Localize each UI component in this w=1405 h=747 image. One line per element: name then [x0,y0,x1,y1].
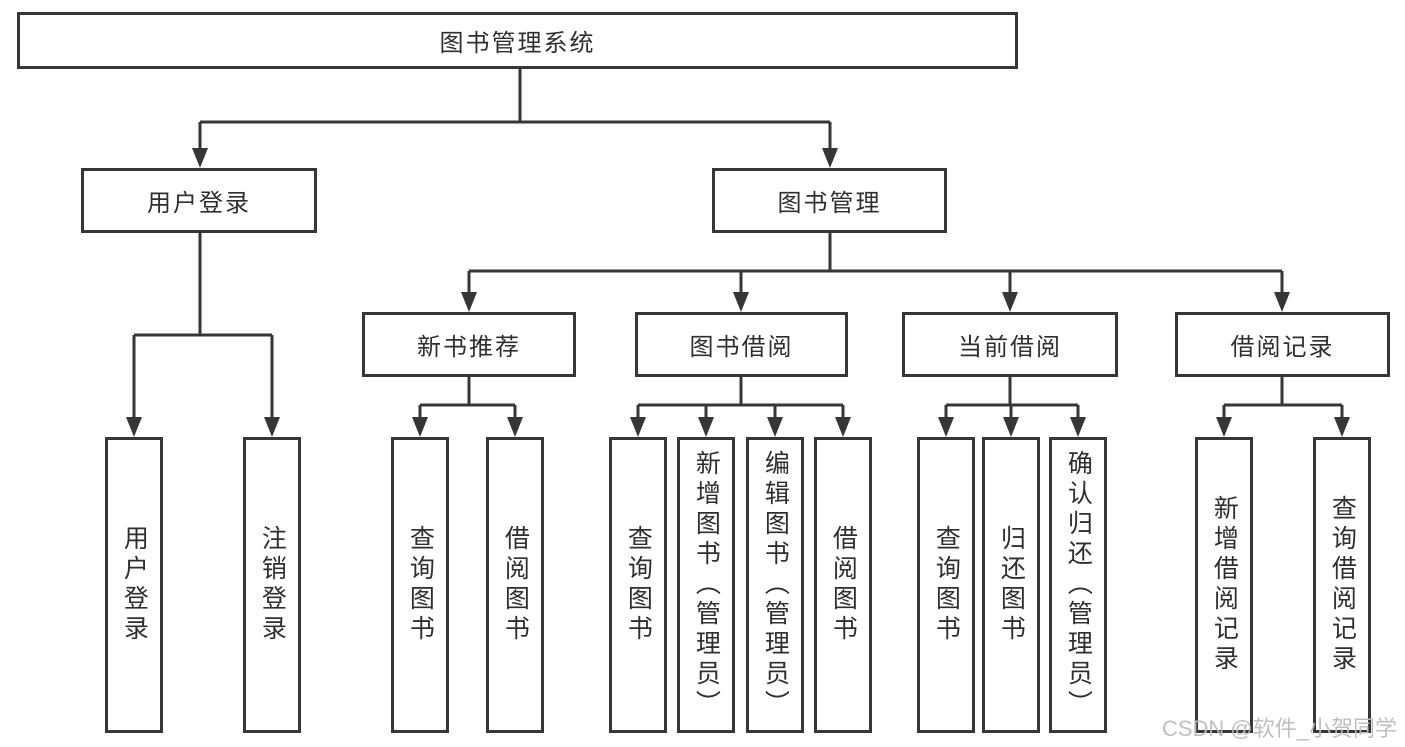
node-label: 查询图书 [932,525,961,645]
node-label: 新增图书（管理员） [692,450,721,720]
node-label: 归还图书 [997,525,1026,645]
node-user-login-branch: 用户登录 [81,168,317,233]
node-label: 查询图书 [406,525,435,645]
node-label: 当前借阅 [958,334,1062,361]
leaf-borrow-books-recommend: 借阅图书 [486,437,544,733]
node-label: 用户登录 [147,190,251,217]
leaf-user-login: 用户登录 [105,437,163,733]
node-label: 编辑图书（管理员） [761,450,790,720]
leaf-borrow-books: 借阅图书 [814,437,872,733]
node-label: 新书推荐 [417,334,521,361]
node-label: 图书管理 [777,190,882,217]
node-root-system: 图书管理系统 [17,12,1018,69]
node-label: 查询图书 [624,525,653,645]
node-label: 注销登录 [258,525,287,645]
node-book-management-branch: 图书管理 [712,168,947,233]
leaf-return-books: 归还图书 [982,437,1040,733]
leaf-add-borrow-record: 新增借阅记录 [1195,437,1253,733]
node-book-borrow: 图书借阅 [635,312,848,377]
node-label: 确认归还（管理员） [1064,450,1093,720]
node-current-borrow: 当前借阅 [902,312,1118,377]
leaf-add-books-admin: 新增图书（管理员） [677,437,735,733]
leaf-query-books-current: 查询图书 [917,437,975,733]
leaf-edit-books-admin: 编辑图书（管理员） [746,437,804,733]
node-label: 新增借阅记录 [1210,495,1239,675]
node-new-book-recommend: 新书推荐 [362,312,576,377]
leaf-query-books-recommend: 查询图书 [391,437,449,733]
node-label: 借阅记录 [1230,334,1335,361]
leaf-query-books-borrow: 查询图书 [609,437,667,733]
node-borrow-records: 借阅记录 [1175,312,1390,377]
node-label: 图书管理系统 [439,30,596,57]
leaf-confirm-return-admin: 确认归还（管理员） [1049,437,1107,733]
node-label: 用户登录 [120,525,149,645]
leaf-query-borrow-record: 查询借阅记录 [1313,437,1371,733]
node-label: 查询借阅记录 [1328,495,1357,675]
node-label: 图书借阅 [689,334,794,361]
leaf-logout: 注销登录 [243,437,301,733]
node-label: 借阅图书 [501,525,530,645]
node-label: 借阅图书 [829,525,858,645]
csdn-watermark: CSDN @软件_小贺同学 [1161,716,1397,741]
